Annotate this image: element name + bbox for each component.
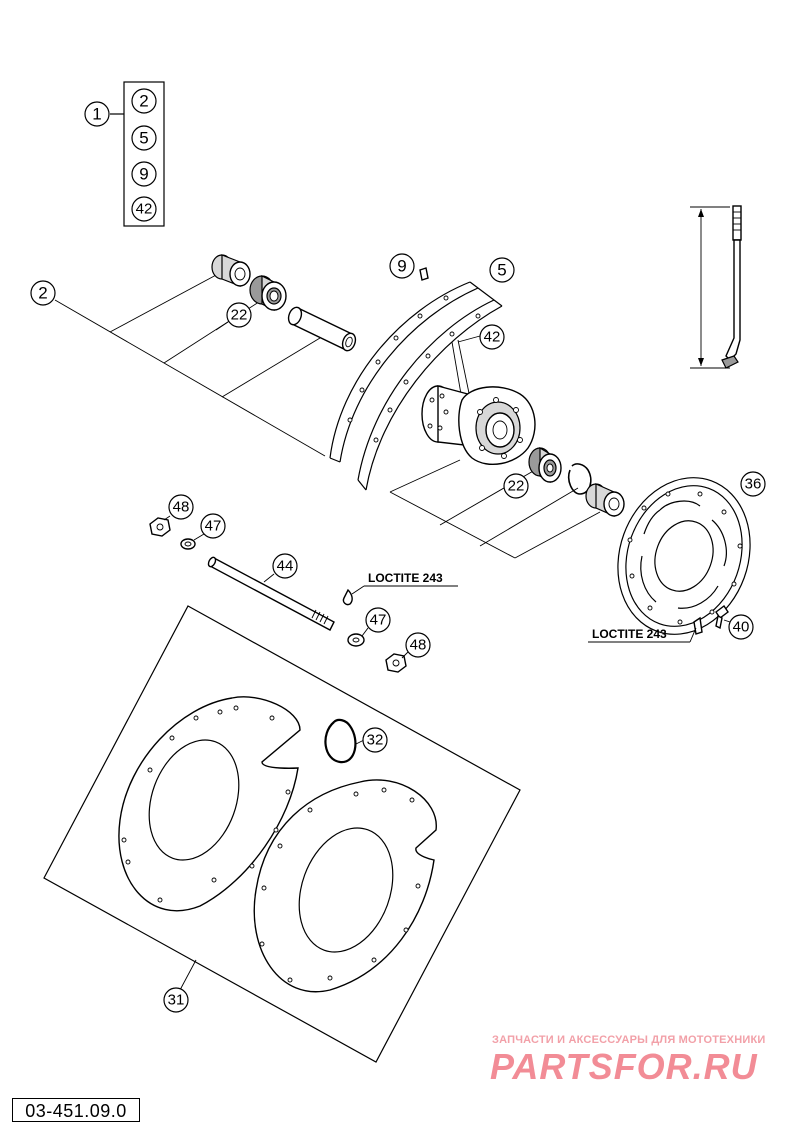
callout-1: 1 (84, 101, 110, 127)
washer-left (180, 538, 196, 550)
svg-text:1: 1 (92, 105, 101, 124)
callout-31: 31 (163, 959, 197, 1013)
svg-text:42: 42 (484, 329, 501, 346)
svg-text:36: 36 (745, 476, 762, 493)
left-bearing (249, 275, 287, 311)
axle-nut-right (385, 653, 407, 673)
svg-text:5: 5 (139, 129, 148, 148)
wheel-rim (329, 281, 503, 491)
callout-kit-5: 5 (131, 125, 157, 151)
left-spacer (211, 254, 251, 287)
callout-48-left: 48 (163, 494, 194, 521)
kit-group: 1 2 5 9 42 (84, 81, 165, 227)
svg-text:2: 2 (38, 284, 47, 303)
svg-text:47: 47 (370, 612, 387, 629)
svg-text:5: 5 (497, 261, 506, 280)
callout-44: 44 (263, 553, 298, 583)
svg-text:44: 44 (277, 558, 294, 575)
seal-kit-box (43, 605, 521, 1063)
loctite-label-1: LOCTITE 243 (351, 571, 458, 595)
callout-5: 5 (489, 257, 515, 283)
callout-32: 32 (355, 727, 388, 753)
drawing-code: 03-451.09.0 (12, 1098, 140, 1122)
svg-text:42: 42 (136, 201, 153, 218)
right-spacer (585, 483, 625, 517)
svg-text:48: 48 (173, 499, 190, 516)
svg-text:32: 32 (367, 732, 384, 749)
callout-40: 40 (723, 614, 754, 640)
svg-text:22: 22 (508, 478, 525, 495)
callout-42: 42 (457, 324, 505, 350)
callout-kit-2: 2 (131, 88, 157, 114)
callout-kit-9: 9 (131, 161, 157, 187)
svg-text:9: 9 (397, 257, 406, 276)
wheel-hub (421, 385, 536, 465)
svg-text:LOCTITE 243: LOCTITE 243 (592, 627, 667, 641)
brake-disc (617, 477, 751, 635)
callout-36: 36 (740, 471, 766, 497)
watermark-logo: PARTSFOR.RU (490, 1046, 758, 1087)
callout-48-right: 48 (401, 632, 431, 659)
loctite-label-2: LOCTITE 243 (588, 627, 697, 643)
svg-text:22: 22 (231, 307, 248, 324)
callout-22-left: 22 (215, 302, 252, 331)
watermark-tagline: ЗАПЧАСТИ И АКСЕССУАРЫ ДЛЯ МОТОТЕХНИКИ (492, 1034, 766, 1046)
svg-text:47: 47 (205, 518, 222, 535)
callout-22-right: 22 (503, 473, 529, 499)
front-axle (207, 556, 335, 631)
callout-kit-42: 42 (131, 196, 157, 222)
washer-right (347, 633, 365, 647)
svg-text:9: 9 (139, 165, 148, 184)
svg-text:LOCTITE 243: LOCTITE 243 (368, 571, 443, 585)
svg-text:48: 48 (410, 637, 427, 654)
svg-text:2: 2 (139, 92, 148, 111)
callout-9: 9 (389, 253, 415, 279)
loctite-drop-1 (342, 588, 353, 606)
spoke-part (690, 205, 742, 369)
callout-47-left: 47 (193, 513, 226, 541)
spoke-nipple (419, 267, 429, 281)
center-sleeve (287, 306, 357, 352)
axle-nut-left (149, 517, 171, 537)
right-bearing (528, 446, 562, 484)
callout-47-right: 47 (361, 607, 391, 637)
callout-2: 2 (30, 280, 56, 306)
svg-text:40: 40 (733, 619, 750, 636)
svg-text:31: 31 (168, 992, 185, 1009)
